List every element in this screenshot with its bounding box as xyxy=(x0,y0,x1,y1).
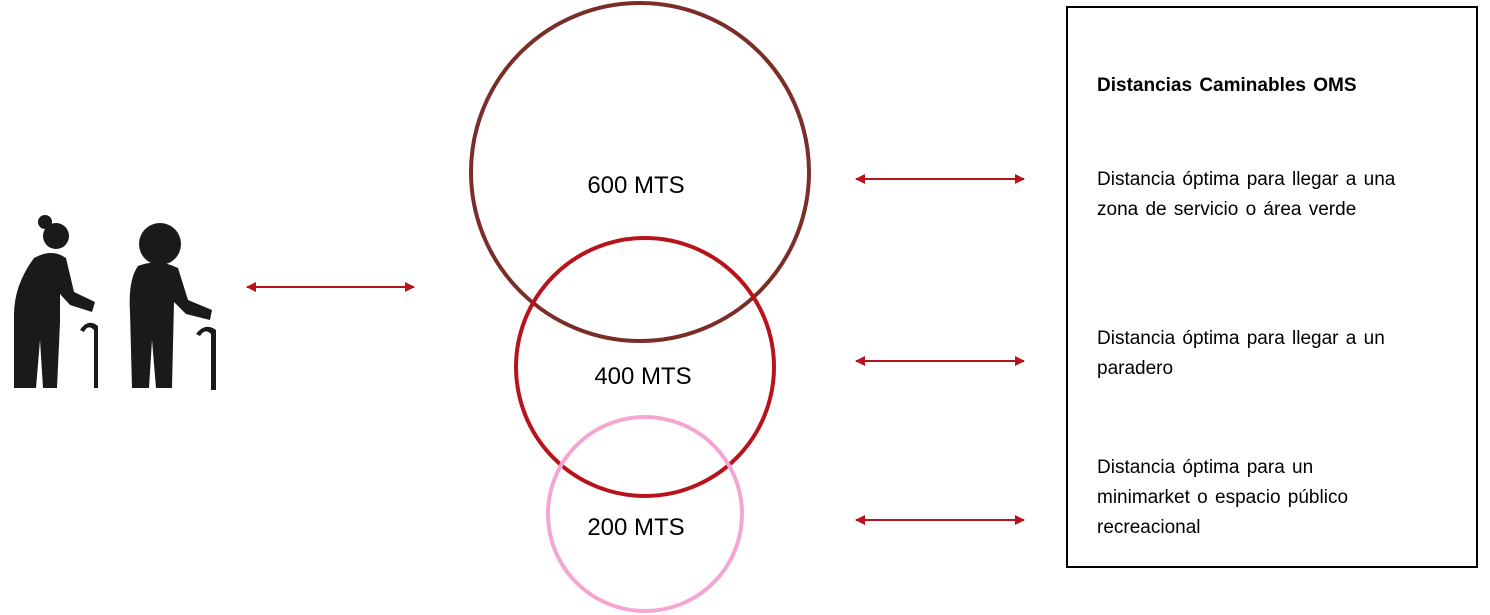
legend-title: Distancias Caminables OMS xyxy=(1097,75,1357,96)
legend-item-600-line2: zona de servicio o área verde xyxy=(1097,199,1357,220)
circle-200-mts xyxy=(546,415,744,613)
circle-600-mts xyxy=(469,1,811,343)
elderly-man-with-cane-icon xyxy=(129,223,216,390)
elderly-woman-with-cane-icon xyxy=(14,215,98,388)
legend-item-400-line2: paradero xyxy=(1097,358,1174,379)
circle-label-600: 600 MTS xyxy=(587,172,684,199)
legend-item-200-line2: minimarket o espacio público xyxy=(1097,487,1349,508)
circle-400-mts xyxy=(514,236,776,498)
legend-box xyxy=(1066,6,1478,568)
legend-item-200: Distancia óptima para un minimarket o es… xyxy=(1097,453,1472,543)
legend-item-400-line1: Distancia óptima para llegar a un xyxy=(1097,328,1385,349)
legend-item-200-line3: recreacional xyxy=(1097,517,1201,538)
circle-label-200: 200 MTS xyxy=(587,514,684,541)
legend-item-600: Distancia óptima para llegar a una zona … xyxy=(1097,165,1472,225)
legend-item-600-line1: Distancia óptima para llegar a una xyxy=(1097,169,1396,190)
legend-item-200-line1: Distancia óptima para un xyxy=(1097,457,1314,478)
legend-item-400: Distancia óptima para llegar a un parade… xyxy=(1097,324,1472,384)
circle-label-400: 400 MTS xyxy=(594,363,691,390)
